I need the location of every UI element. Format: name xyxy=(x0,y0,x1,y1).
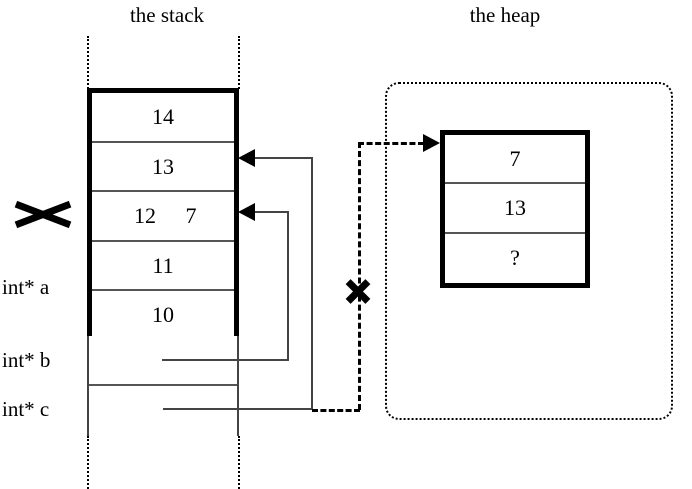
stack-cell-3: 11 xyxy=(92,241,234,292)
stack-cell-2-old-value: 12 xyxy=(134,203,156,229)
dangling-pointer-arrowhead xyxy=(423,134,440,152)
pointer-c-segment-horizontal-end xyxy=(252,157,313,159)
stack-pointer-variable-frame xyxy=(87,336,239,436)
pointer-b-arrowhead xyxy=(238,203,255,221)
stack-active-frame: 14 13 12 7 11 10 xyxy=(87,88,239,341)
stack-boundary-dotted-left-upper xyxy=(87,36,89,89)
cross-out-icon-stale-value xyxy=(14,192,72,230)
pointer-c-segment-horizontal-start xyxy=(163,408,313,410)
stack-cell-2-new-value: 7 xyxy=(185,203,197,229)
stack-boundary-dotted-right-upper xyxy=(238,36,240,89)
stack-cell-2-overwritten: 12 7 xyxy=(92,192,234,242)
pointer-c-segment-vertical xyxy=(311,157,313,409)
stack-slot-b xyxy=(89,336,237,386)
variable-label-b: int* b xyxy=(2,348,51,372)
heap-cell-1: 13 xyxy=(445,184,585,234)
pointer-b-segment-horizontal-start xyxy=(162,359,288,361)
pointer-c-arrowhead xyxy=(238,149,255,167)
stack-slot-c xyxy=(89,386,237,436)
stack-region-title: the stack xyxy=(129,3,205,27)
stack-cell-0: 14 xyxy=(92,93,234,143)
heap-region-title: the heap xyxy=(469,3,541,27)
stack-boundary-dotted-right-lower xyxy=(238,436,240,489)
heap-region-boundary xyxy=(385,82,673,420)
heap-cell-2: ? xyxy=(445,233,585,283)
heap-allocated-block: 7 13 ? xyxy=(440,130,590,288)
variable-label-a: int* a xyxy=(2,275,50,299)
heap-cell-0: 7 xyxy=(445,135,585,185)
dangling-pointer-segment-vertical xyxy=(358,142,361,410)
pointer-b-segment-horizontal-end xyxy=(252,211,289,213)
dangling-pointer-segment-horizontal-bottom xyxy=(312,409,360,412)
stack-cell-4: 10 xyxy=(92,291,234,341)
dangling-pointer-segment-horizontal-top xyxy=(358,142,424,145)
variable-label-c: int* c xyxy=(2,397,50,421)
stack-cell-1: 13 xyxy=(92,142,234,193)
pointer-b-segment-vertical xyxy=(287,211,289,361)
stack-boundary-dotted-left-lower xyxy=(87,436,89,489)
